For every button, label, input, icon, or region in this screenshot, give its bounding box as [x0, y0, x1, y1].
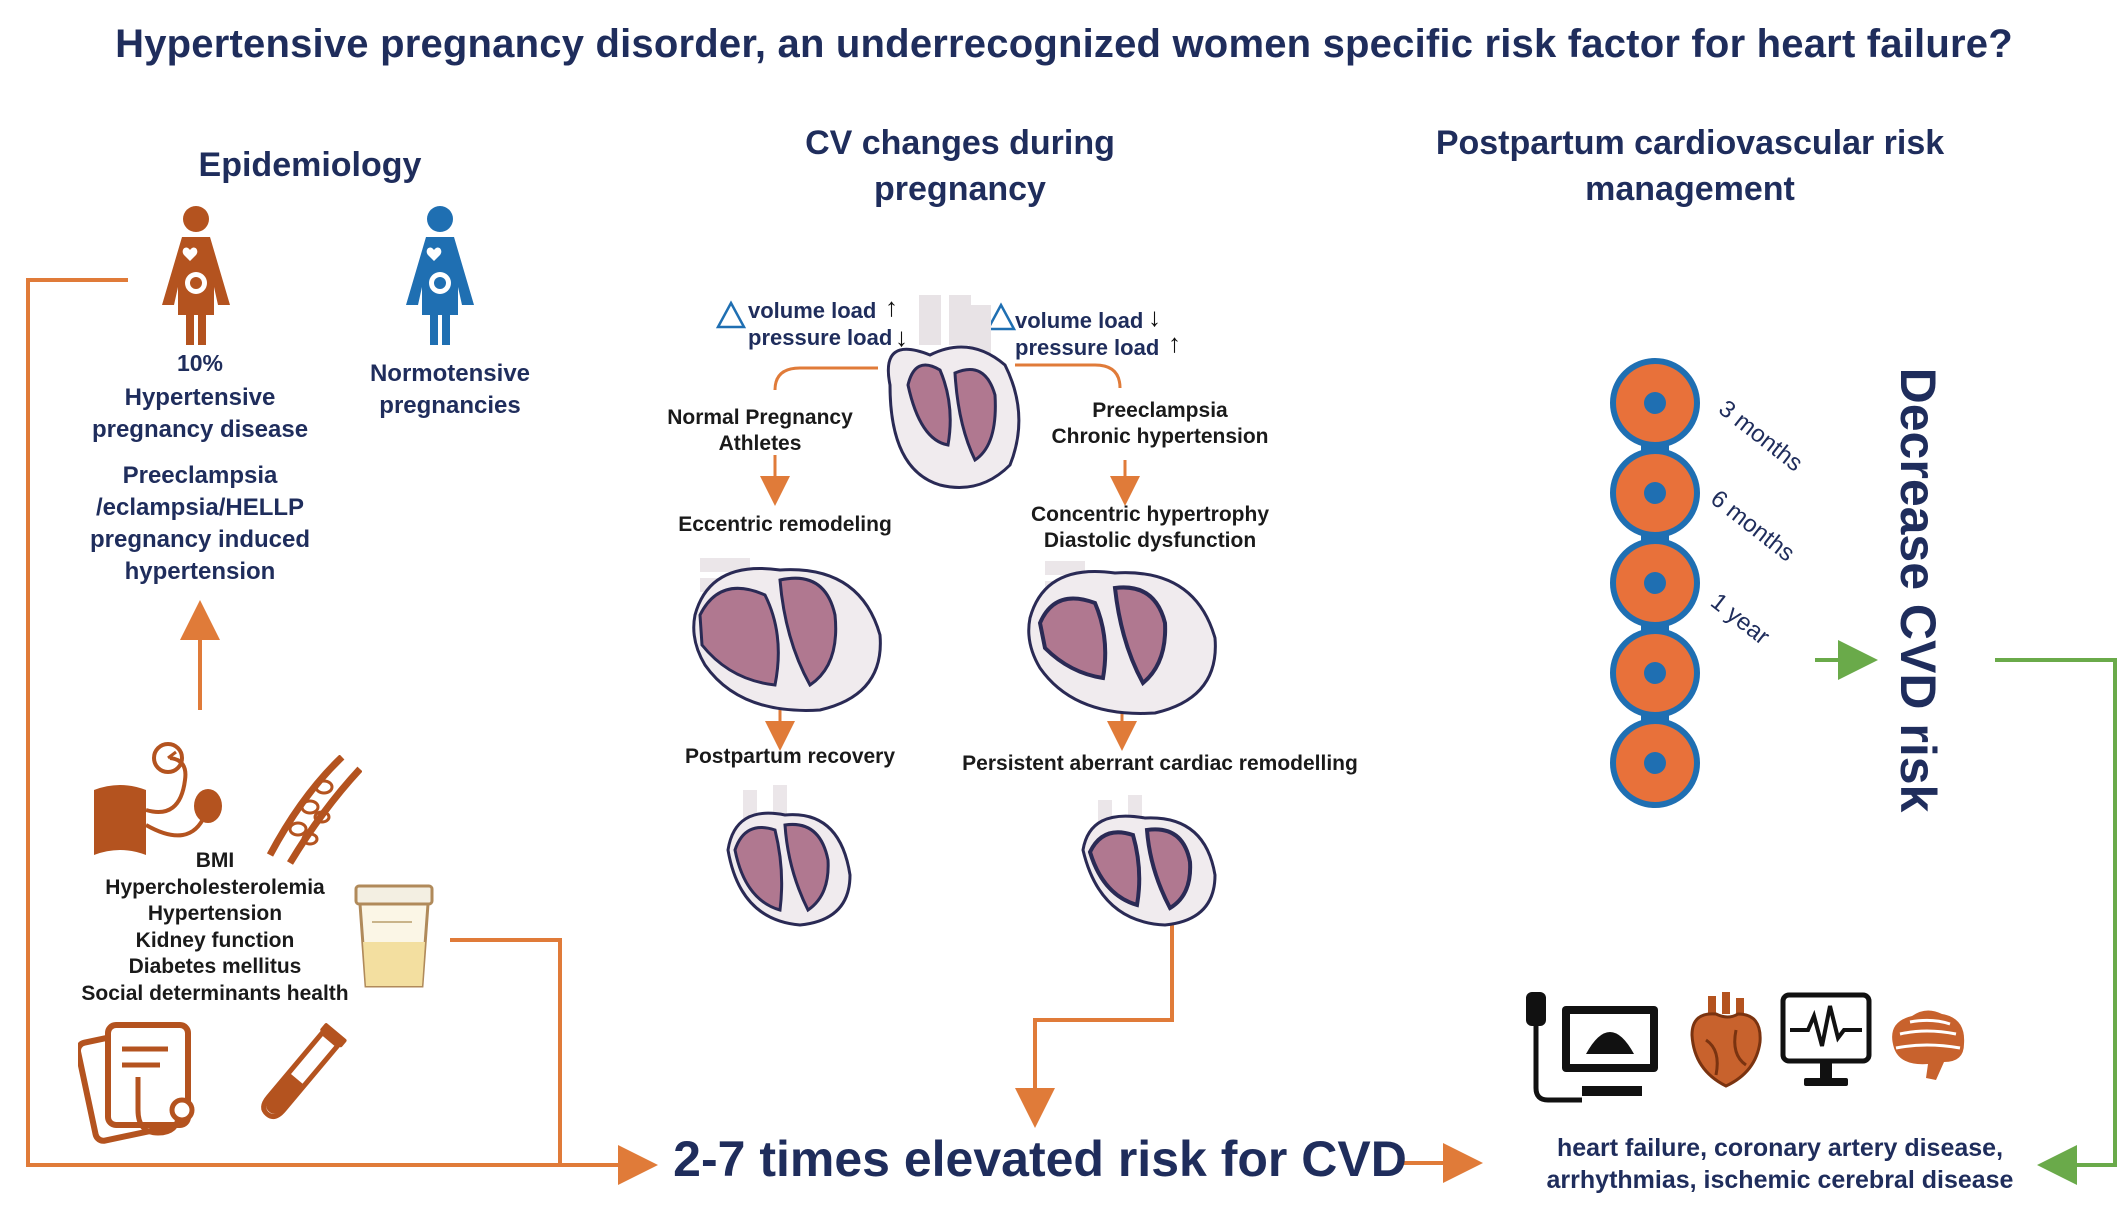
normal-pregnancy-label: Normal Pregnancy Athletes	[640, 405, 880, 457]
timeline-node	[1610, 718, 1700, 808]
concentric-line2: Diastolic dysfunction	[1043, 529, 1257, 552]
risk-factors-list: BMI Hypercholesterolemia Hypertension Ki…	[40, 848, 390, 1007]
echocardiography-icon	[1526, 992, 1658, 1103]
subtype-item: /eclampsia/HELLP	[95, 494, 305, 521]
branch-right-curve	[1015, 363, 1122, 389]
concentric-label: Concentric hypertrophy Diastolic dysfunc…	[1010, 502, 1290, 554]
postpartum-heading-line2: management	[1585, 170, 1795, 208]
persistent-heart-icon	[1081, 795, 1217, 927]
timeline-node	[1610, 538, 1700, 628]
arrow-up-icon: ↑	[1168, 328, 1181, 358]
diseases-line1: heart failure, coronary artery disease,	[1556, 1134, 2004, 1162]
right-pressure-load: pressure load	[1015, 335, 1160, 360]
arrow-up-icon: ↑	[885, 292, 898, 322]
risk-factor-item: Hypertension	[147, 902, 283, 925]
timeline-node	[1610, 628, 1700, 718]
cv-heading-line1: CV changes during	[805, 124, 1115, 162]
normotensive-label: Normotensive pregnancies	[340, 358, 560, 422]
postpartum-heading: Postpartum cardiovascular risk managemen…	[1380, 120, 2000, 212]
heart-icon	[886, 295, 1021, 489]
brain-icon	[1892, 1010, 1965, 1080]
cvd-diseases-label: heart failure, coronary artery disease, …	[1480, 1132, 2080, 1196]
concentric-line1: Concentric hypertrophy	[1030, 503, 1270, 526]
elevated-risk-label: 2-7 times elevated risk for CVD	[673, 1131, 1407, 1187]
persistent-connector	[1015, 922, 1174, 1128]
urine-connector	[450, 938, 562, 1165]
arrow-down-icon: ↓	[895, 322, 908, 352]
concentric-heart-icon	[1027, 561, 1217, 715]
subtype-item: Preeclampsia	[122, 462, 278, 489]
postpartum-heading-line1: Postpartum cardiovascular risk	[1435, 124, 1945, 162]
normotensive-woman-icon	[406, 206, 474, 345]
risk-factor-item: BMI	[195, 849, 235, 872]
left-volume-load: volume load	[748, 298, 877, 323]
postpartum-heart-icon	[726, 785, 852, 927]
normal-line1: Normal Pregnancy	[667, 406, 853, 429]
cv-heading-line2: pregnancy	[874, 170, 1046, 208]
hypertensive-woman-icon	[162, 206, 230, 345]
risk-factor-item: Social determinants health	[81, 981, 349, 1005]
hypertensive-line2: pregnancy disease	[91, 416, 309, 443]
subtype-item: hypertension	[124, 558, 276, 585]
decrease-to-disease-line	[1995, 658, 2117, 1185]
left-pressure-load: pressure load	[748, 325, 893, 350]
timeline-node	[1610, 358, 1700, 448]
pre-line1: Preeclampsia	[1092, 399, 1228, 422]
epidemiology-heading: Epidemiology	[198, 146, 422, 184]
preeclampsia-label: Preeclampsia Chronic hypertension	[1020, 398, 1300, 450]
ecg-monitor-icon	[1780, 992, 1872, 1086]
subtype-item: pregnancy induced	[89, 526, 311, 553]
timeline-chain	[1610, 358, 1700, 808]
pre-line2: Chronic hypertension	[1051, 425, 1269, 448]
hypertensive-percent: 10%	[176, 350, 224, 376]
eccentric-label: Eccentric remodeling	[678, 513, 892, 536]
arrow-down-icon: ↓	[1148, 302, 1161, 332]
left-loop-line	[26, 278, 658, 1185]
hypertensive-subtypes: Preeclampsia /eclampsia/HELLP pregnancy …	[60, 460, 340, 588]
postpartum-recovery-label: Postpartum recovery	[684, 745, 896, 768]
heart-organ-icon	[1690, 992, 1762, 1088]
decrease-cvd-risk: Decrease CVD risk	[1878, 368, 1958, 813]
hypertensive-line1: Hypertensive	[124, 384, 276, 411]
normal-line2: Athletes	[718, 432, 802, 455]
persistent-remodelling-label: Persistent aberrant cardiac remodelling	[962, 752, 1358, 775]
normotensive-line1: Normotensive	[369, 360, 531, 387]
right-volume-load: volume load	[1015, 308, 1144, 333]
risk-factor-item: Diabetes mellitus	[128, 955, 302, 978]
urine-cup-icon	[354, 884, 434, 988]
diseases-line2: arrhythmias, ischemic cerebral disease	[1546, 1166, 2014, 1194]
normotensive-line2: pregnancies	[379, 392, 521, 419]
page-title: Hypertensive pregnancy disorder, an unde…	[115, 22, 2013, 66]
blood-pressure-cuff-icon	[94, 742, 222, 855]
timeline-node	[1610, 448, 1700, 538]
delta-icon	[985, 302, 1017, 331]
delta-icon	[715, 300, 747, 329]
eccentric-heart-icon	[692, 558, 882, 712]
test-tube-icon	[261, 1023, 347, 1119]
risk-factor-item: Hypercholesterolemia	[105, 875, 325, 899]
decrease-text: Decrease CVD risk	[1890, 367, 1946, 813]
cv-changes-heading: CV changes during pregnancy	[760, 120, 1160, 212]
artery-plaque-icon	[266, 755, 362, 865]
hypertensive-label: Hypertensive pregnancy disease	[60, 382, 340, 446]
medical-record-icon	[78, 1022, 195, 1144]
branch-left-curve	[773, 366, 878, 391]
risk-factor-item: Kidney function	[135, 928, 295, 952]
